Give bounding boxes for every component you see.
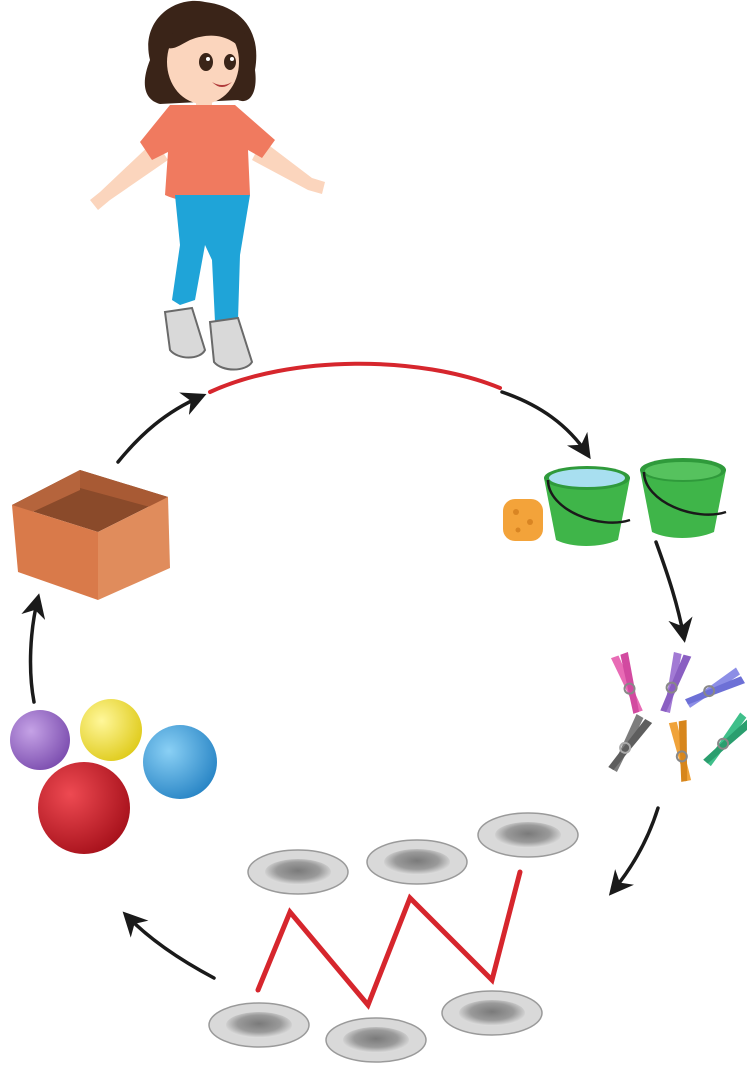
girl-icon <box>90 0 325 371</box>
empty-bucket-icon <box>640 458 727 538</box>
flow-arrows <box>21 390 693 980</box>
box-icon <box>12 470 170 600</box>
arrow-to-clothespins <box>654 540 693 643</box>
arrow-to-balls <box>122 911 216 980</box>
water-bucket-icon <box>544 466 631 546</box>
arrow-to-buckets <box>500 390 591 460</box>
start-line-path <box>208 361 502 394</box>
arrow-to-plates <box>608 806 660 896</box>
arrow-to-box <box>21 593 46 704</box>
sponge-icon <box>503 499 543 541</box>
zigzag-path <box>255 869 523 1010</box>
arrow-to-start <box>116 392 207 464</box>
ball-icon <box>10 699 217 854</box>
clothespin-icon <box>608 651 747 782</box>
plate-icon <box>208 812 579 1063</box>
